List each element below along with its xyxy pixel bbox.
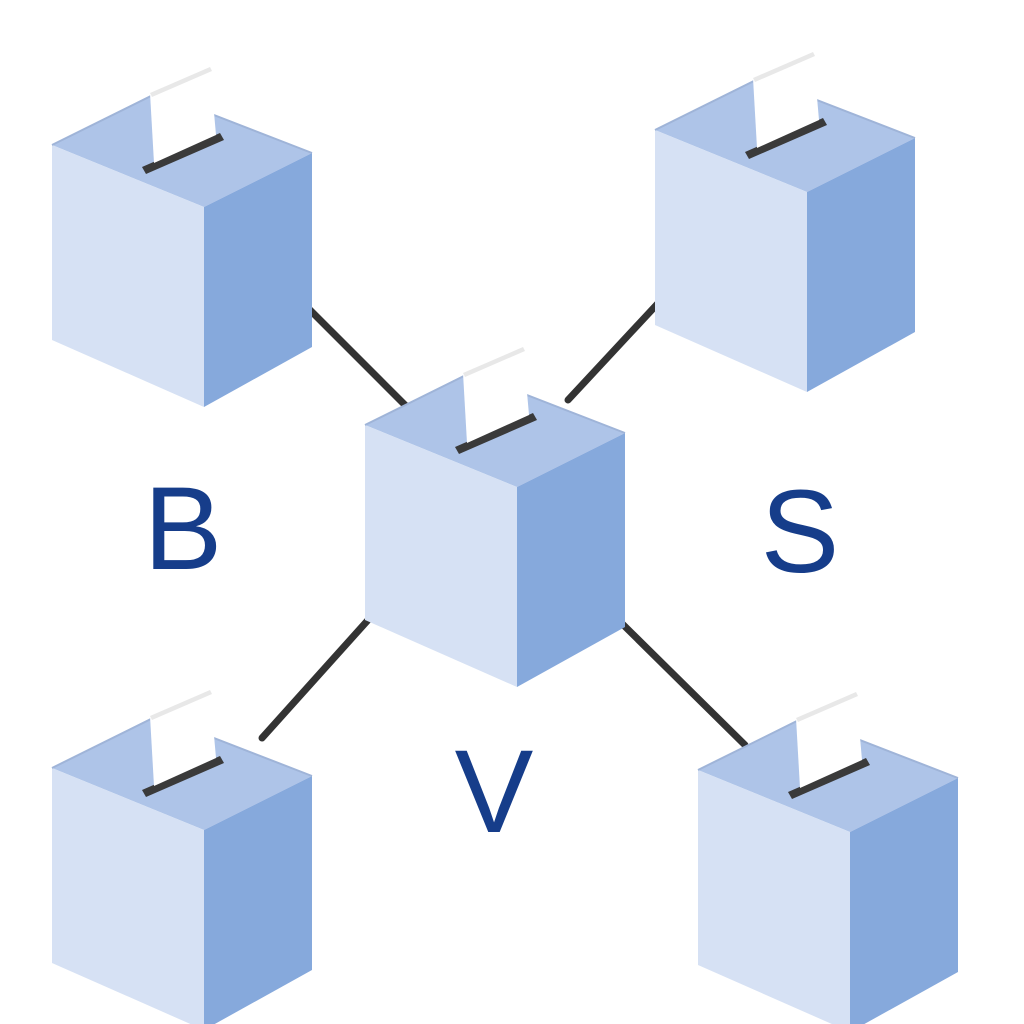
connector-line-top-left [291,291,416,416]
label-b: B [143,463,223,595]
label-s: S [760,466,840,598]
label-v: V [454,726,534,858]
ballot-box-icon-center [364,346,626,688]
ballot-box-icon-top-left [51,66,313,408]
ballot-box-icon-bottom-left [51,689,313,1024]
ballot-box-icon-top-right [654,51,916,393]
